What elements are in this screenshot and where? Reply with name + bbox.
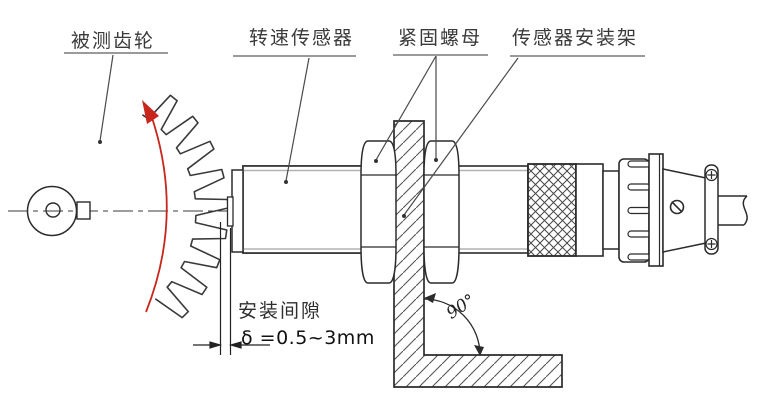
connector-taper (662, 168, 707, 253)
sensor-probe-tip (226, 196, 234, 227)
connector-neck (602, 170, 620, 250)
callout-leaders (64, 52, 645, 218)
rotation-arrow (142, 100, 168, 313)
connector-assembly (527, 153, 748, 267)
angle-annotation (423, 293, 484, 356)
cable-clamp-plate (704, 164, 719, 255)
gap-dimension (193, 222, 270, 355)
knurled-sleeve-pattern (527, 163, 577, 257)
cable (718, 195, 748, 226)
gear-shaft-end-view (26, 185, 91, 237)
install-gap-value: δ =0.5~3mm (241, 327, 375, 349)
clamp-screw-top-icon (705, 168, 718, 182)
clamp-screw-bottom-icon (705, 237, 718, 251)
mounting-bracket (393, 120, 563, 388)
sensor-body (242, 165, 366, 254)
sleeve-collar (575, 163, 604, 257)
callout-speed-sensor: 转速传感器 (249, 27, 355, 49)
callout-fastening-nut: 紧固螺母 (398, 27, 483, 49)
fastening-nut-right (423, 140, 460, 284)
connector-flange (648, 153, 664, 267)
install-gap-label: 安装间隙 (238, 300, 323, 322)
callout-sensor-bracket: 传感器安装架 (512, 27, 639, 49)
connector-rib-slots (627, 160, 651, 261)
fastening-nut-left (360, 140, 397, 284)
callout-measured-gear: 被测齿轮 (71, 30, 156, 52)
shaft-keyway (76, 201, 91, 220)
screw-head-icon (669, 199, 685, 215)
